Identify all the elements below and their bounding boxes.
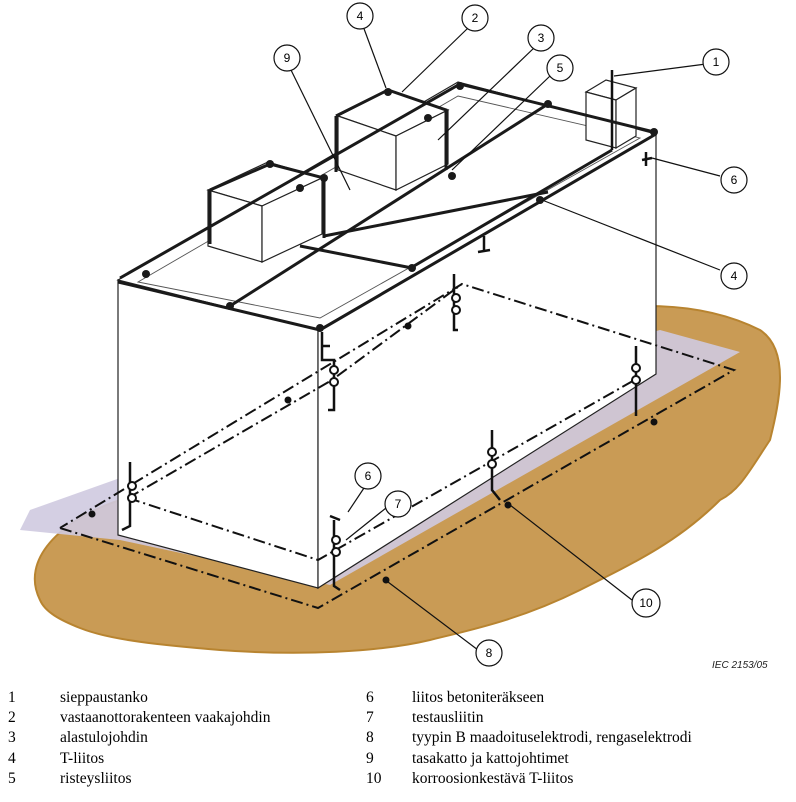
legend-item: 6 liitos betoniteräkseen [0,688,796,708]
legend-number: 2 [8,709,16,727]
legend-label: risteysliitos [60,769,132,787]
legend-label: alastulojohdin [60,729,148,747]
legend-number: 6 [366,689,374,706]
legend-item: 5 risteysliitos [0,769,330,789]
legend-number: 3 [8,729,16,747]
legend-label: T-liitos [60,749,105,767]
svg-text:10: 10 [639,596,653,610]
legend-item: 4 T-liitos [0,749,330,769]
legend-label: korroosionkestävä T-liitos [412,769,574,787]
svg-text:9: 9 [284,51,291,65]
legend-label: sieppaustanko [60,689,148,706]
svg-text:2: 2 [472,11,479,25]
legend-number: 9 [366,749,374,767]
legend-left: 1 sieppaustanko 2 vastaanottorakenteen v… [0,688,330,789]
callout-10: 10 [631,588,661,618]
svg-text:8: 8 [486,646,493,660]
legend-item: 10 korroosionkestävä T-liitos [0,769,796,789]
callout-5: 5 [546,54,574,82]
svg-text:7: 7 [395,497,402,511]
callout-6-top: 6 [720,166,748,194]
legend-number: 5 [8,769,16,787]
callout-1: 1 [702,48,730,76]
test-joints [127,293,641,557]
callout-4-top: 4 [346,2,374,30]
legend-item: 7 testausliitin [0,708,796,728]
callout-4-right: 4 [720,262,748,290]
callout-9: 9 [273,44,301,72]
rooftop-box-left [206,161,324,263]
svg-text:3: 3 [538,31,545,45]
legend-number: 1 [8,689,16,706]
legend-number: 10 [366,769,382,787]
legend-label: liitos betoniteräkseen [412,689,545,706]
legend-label: tasakatto ja kattojohtimet [412,749,569,767]
callout-3: 3 [527,24,555,52]
svg-text:4: 4 [357,9,364,23]
legend-item: 2 vastaanottorakenteen vaakajohdin [0,708,330,728]
legend-item: 1 sieppaustanko [0,688,330,708]
legend-number: 7 [366,709,374,727]
legend-right: 6 liitos betoniteräkseen 7 testausliitin… [0,688,796,789]
svg-text:6: 6 [731,173,738,187]
callout-2: 2 [461,4,489,32]
svg-text:1: 1 [713,55,720,69]
lightning-protection-diagram: 1 2 3 4 5 6 9 4 10 6 7 8 [20,2,781,667]
callout-8: 8 [475,639,503,667]
earth-connection-dots [88,322,658,584]
ring-earth-electrode [59,282,737,610]
legend-label: vastaanottorakenteen vaakajohdin [60,709,271,727]
legend-number: 4 [8,749,16,767]
callout-leaders [290,25,721,651]
legend-number: 8 [366,729,374,747]
legend-item: 8 tyypin B maadoituselektrodi, rengasele… [0,728,796,748]
legend-item: 9 tasakatto ja kattojohtimet [0,749,796,769]
legend-label: tyypin B maadoituselektrodi, rengaselekt… [412,729,692,747]
air-termination-rod [584,70,638,150]
legend-label: testausliitin [412,709,484,727]
svg-text:6: 6 [365,469,372,483]
legend-item: 3 alastulojohdin [0,728,330,748]
figure-credit: IEC 2153/05 [712,660,768,671]
roof-junctions [142,82,658,332]
callout-7: 7 [384,490,412,518]
callout-6-bottom: 6 [354,462,382,490]
building-front-wall [117,279,319,589]
svg-text:4: 4 [731,269,738,283]
rebar-connections [322,152,653,522]
svg-text:5: 5 [557,61,564,75]
